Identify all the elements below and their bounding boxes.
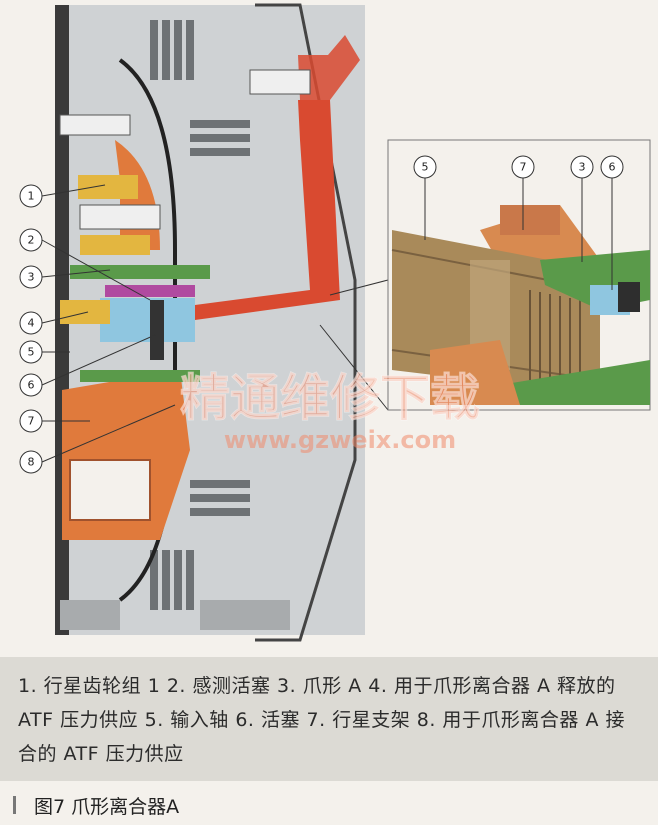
inset-callout-3: 3 xyxy=(579,161,586,174)
callout-1: 1 xyxy=(28,190,35,203)
inset-callout-6: 6 xyxy=(609,161,616,174)
callout-7: 7 xyxy=(28,415,35,428)
callout-5: 5 xyxy=(28,346,35,359)
figure-label-text: 图7 爪形离合器A xyxy=(34,795,180,818)
cross-section-drawing xyxy=(55,3,365,642)
inset-callout-5: 5 xyxy=(422,161,429,174)
callout-6: 6 xyxy=(28,379,35,392)
figure-label-bar xyxy=(13,796,16,814)
inset-callout-7: 7 xyxy=(520,161,527,174)
caption-text: 1. 行星齿轮组 1 2. 感测活塞 3. 爪形 A 4. 用于爪形离合器 A … xyxy=(18,675,626,765)
callout-2: 2 xyxy=(28,234,35,247)
callout-3: 3 xyxy=(28,271,35,284)
callout-4: 4 xyxy=(28,317,35,330)
detail-inset: 5 7 3 6 xyxy=(387,139,651,411)
cross-section-figure: 1 2 3 4 5 6 7 8 xyxy=(19,3,651,642)
figure-label: 图7 爪形离合器A xyxy=(0,792,179,818)
callout-8: 8 xyxy=(28,456,35,469)
caption-box: 1. 行星齿轮组 1 2. 感测活塞 3. 爪形 A 4. 用于爪形离合器 A … xyxy=(0,657,658,781)
